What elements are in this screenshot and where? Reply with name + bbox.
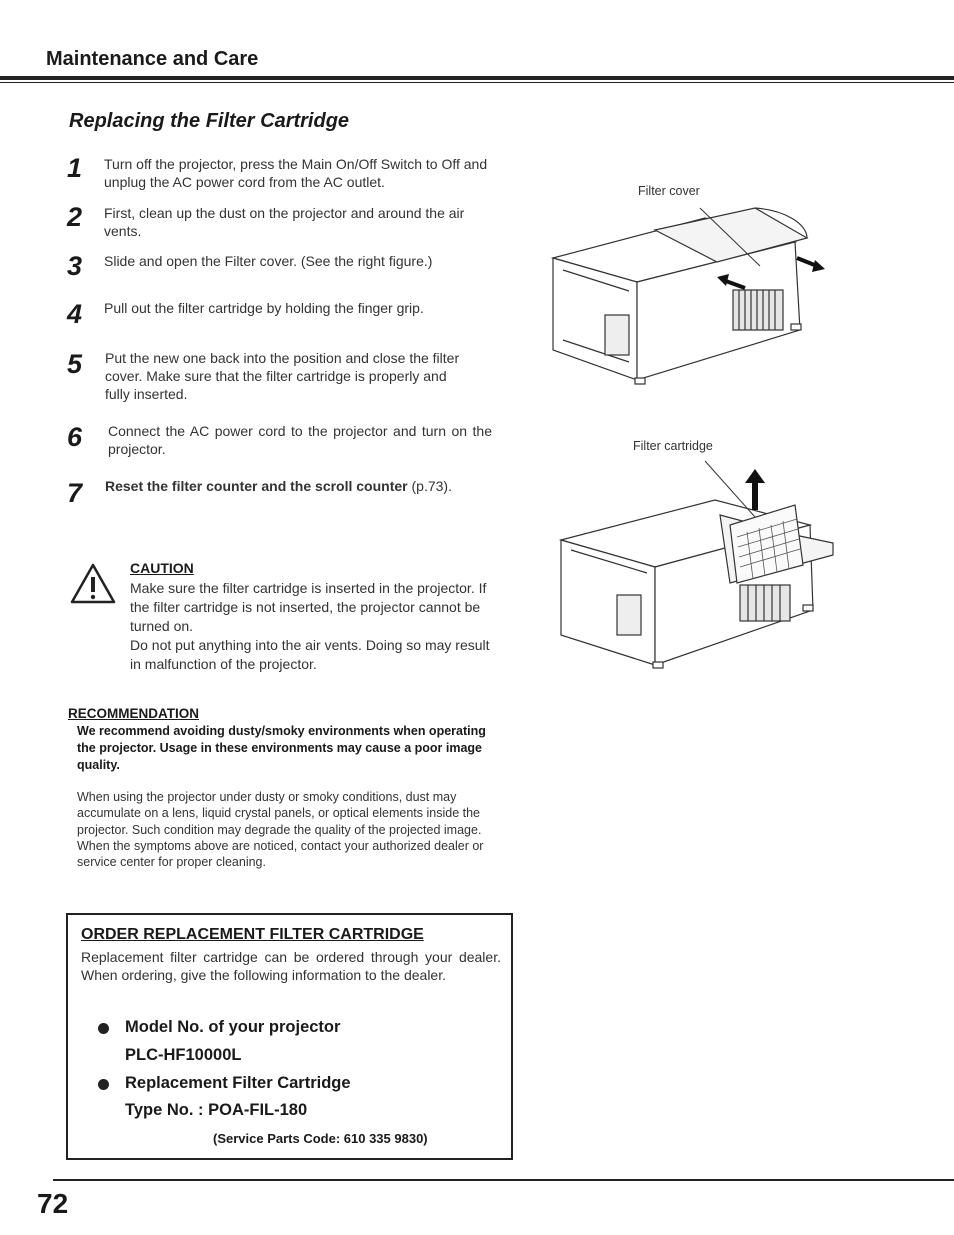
step-7-bold: Reset the filter counter and the scroll …: [105, 478, 408, 494]
step-text-1: Turn off the projector, press the Main O…: [104, 156, 488, 190]
step-text-3: Slide and open the Filter cover. (See th…: [104, 253, 433, 269]
step-text-5: Put the new one back into the position a…: [105, 350, 460, 402]
step-number-6: 6: [67, 422, 83, 452]
bullet-icon: [98, 1023, 109, 1034]
step-text-6: Connect the AC power cord to the project…: [108, 423, 492, 457]
bullet-icon: [98, 1079, 109, 1090]
projector-filter-cover-figure: [550, 207, 825, 385]
header-rule-thin: [0, 82, 954, 83]
caution-text-2: Do not put anything into the air vents. …: [130, 637, 490, 672]
step-text-7: Reset the filter counter and the scroll …: [105, 477, 495, 495]
recommendation-text-2: When the symptoms above are noticed, con…: [77, 838, 484, 870]
order-model-number: PLC-HF10000L: [125, 1046, 242, 1064]
recommendation-title: RECOMMENDATION: [68, 706, 199, 721]
caution-text-1: Make sure the filter cartridge is insert…: [130, 580, 487, 634]
footer-rule: [53, 1179, 954, 1181]
caution-title: CAUTION: [130, 560, 194, 576]
step-text-4: Pull out the filter cartridge by holding…: [104, 300, 424, 316]
section-header-title: Maintenance and Care: [46, 48, 259, 70]
order-text: Replacement filter cartridge can be orde…: [81, 949, 501, 983]
order-title: ORDER REPLACEMENT FILTER CARTRIDGE: [81, 926, 424, 943]
projector-filter-cartridge-figure: [558, 460, 834, 669]
step-7-ref: (p.73).: [407, 478, 452, 494]
recommendation-text-1: When using the projector under dusty or …: [77, 790, 482, 837]
step-number-4: 4: [67, 299, 83, 329]
step-number-7: 7: [67, 478, 83, 508]
order-bullet-filter: Replacement Filter Cartridge: [125, 1074, 351, 1092]
step-number-2: 2: [67, 202, 83, 232]
page-title: Replacing the Filter Cartridge: [69, 110, 350, 132]
filter-cartridge-label: Filter cartridge: [633, 439, 713, 453]
order-bullet-model: Model No. of your projector: [125, 1018, 341, 1036]
step-number-3: 3: [67, 251, 83, 281]
step-text-2: First, clean up the dust on the projecto…: [104, 205, 465, 239]
filter-cover-label: Filter cover: [638, 184, 700, 198]
service-parts-code: (Service Parts Code: 610 335 9830): [213, 1131, 428, 1146]
order-type-number: Type No. : POA-FIL-180: [125, 1101, 308, 1119]
recommendation-body: When using the projector under dusty or …: [77, 789, 492, 870]
recommendation-bold-text: We recommend avoiding dusty/smoky enviro…: [77, 724, 486, 772]
order-replacement-box: [66, 913, 513, 1160]
page-number: 72: [37, 1188, 69, 1219]
warning-icon: [70, 563, 116, 604]
caution-body: Make sure the filter cartridge is insert…: [130, 579, 490, 674]
step-number-5: 5: [67, 349, 83, 379]
header-rule: [0, 76, 954, 80]
step-number-1: 1: [67, 153, 83, 183]
